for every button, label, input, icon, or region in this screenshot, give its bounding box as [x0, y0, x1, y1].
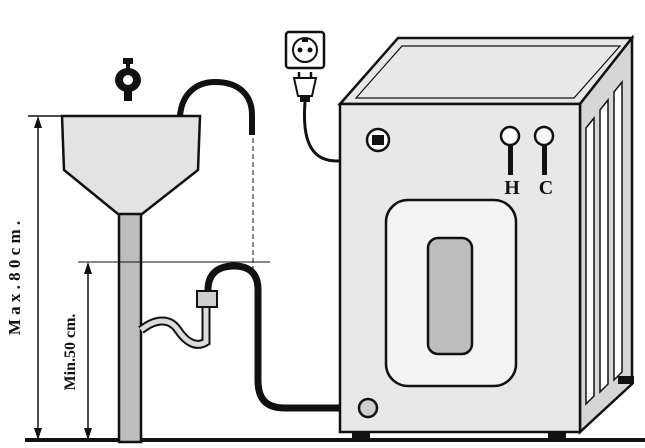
power-plug-icon	[292, 72, 318, 102]
door-window	[426, 236, 474, 356]
cold-label: C	[539, 177, 553, 199]
hot-water-inlet	[499, 125, 521, 147]
machine-foot	[548, 432, 566, 440]
sink-assembly	[60, 58, 255, 444]
min-height-label: Min.50 cm.	[62, 314, 79, 391]
sink-basin	[60, 114, 202, 216]
washing-machine	[337, 34, 635, 440]
machine-foot	[352, 432, 370, 440]
machine-foot	[618, 376, 634, 384]
height-dimensions	[28, 115, 270, 440]
drain-outlet	[357, 397, 379, 419]
hot-label: H	[504, 177, 520, 199]
cold-water-inlet	[533, 125, 555, 147]
standpipe	[117, 210, 143, 444]
max-height-label: M a x . 8 0 c m .	[5, 221, 24, 335]
drain-hose	[204, 262, 360, 412]
drain-connector	[196, 290, 218, 308]
tap-hose	[177, 78, 255, 135]
faucet-icon	[115, 58, 141, 101]
power-socket-icon	[284, 30, 326, 70]
